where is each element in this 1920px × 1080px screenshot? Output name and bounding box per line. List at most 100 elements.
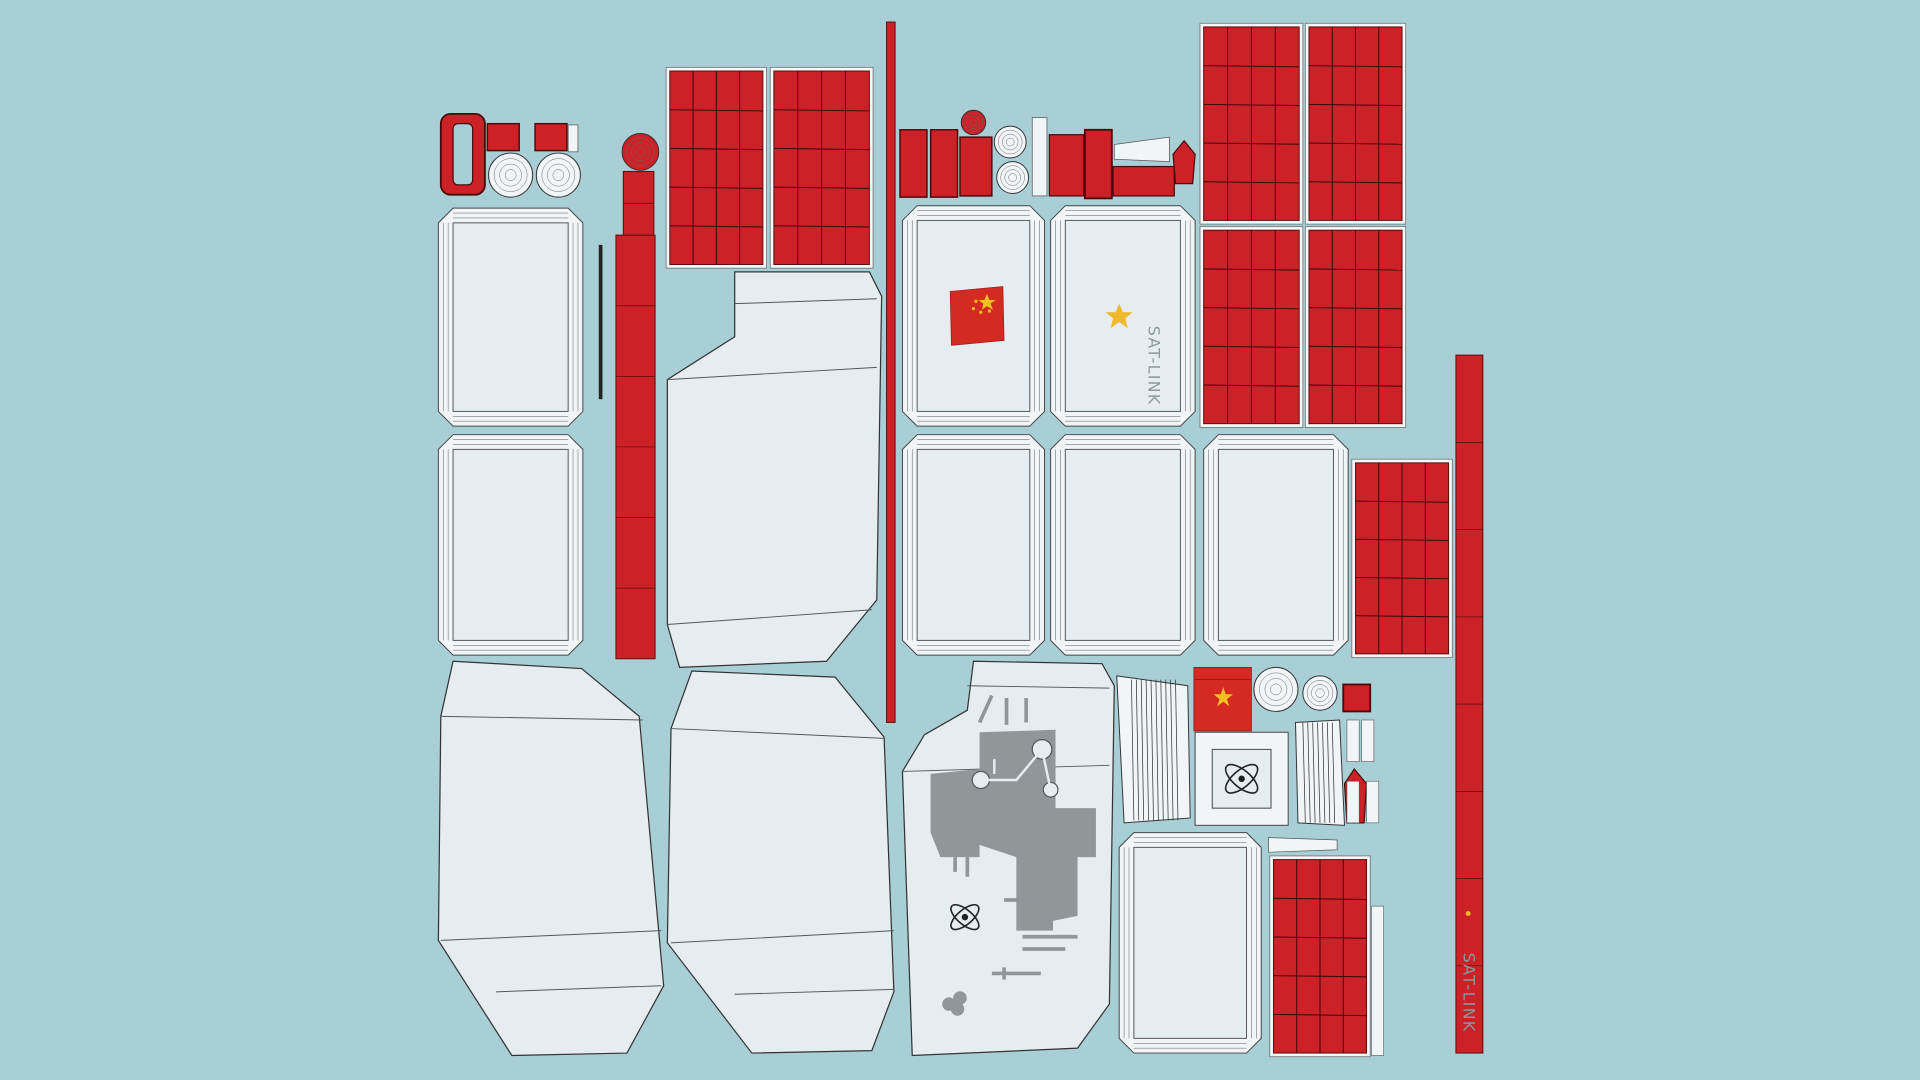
- round-part-ring: [1008, 173, 1017, 182]
- white-strip-part: [1366, 780, 1380, 824]
- rib-line: [1326, 722, 1331, 823]
- rib-line: [1140, 679, 1145, 821]
- red-box-part: [1083, 128, 1113, 200]
- round-part: [488, 152, 534, 198]
- rib-line: [1322, 722, 1326, 823]
- solar-cell-line: [1308, 345, 1403, 348]
- star-icon: [1105, 303, 1133, 329]
- solar-cell-line: [1203, 103, 1300, 107]
- round-part: [1253, 666, 1299, 712]
- solar-cell-line: [1203, 181, 1300, 184]
- rib-line: [1312, 722, 1316, 823]
- hull-seam: [495, 985, 662, 993]
- solar-cell-line: [1273, 975, 1367, 978]
- round-part-ring: [967, 116, 980, 129]
- hull-panel-face: [452, 222, 569, 412]
- red-cylinder-part: [899, 129, 928, 198]
- solar-cell-line: [1273, 897, 1367, 900]
- red-ring-hole: [452, 123, 474, 186]
- solar-cell-line: [1203, 345, 1300, 348]
- hull-seam: [440, 715, 643, 721]
- solar-cell-line: [773, 109, 870, 112]
- hull-seam: [667, 366, 877, 381]
- hull-panel-face: [1217, 448, 1334, 641]
- hull-seam: [734, 988, 894, 995]
- red-box-part: [1048, 134, 1085, 197]
- solar-cell-line: [1308, 103, 1403, 107]
- circuit-decal: [930, 694, 1096, 1016]
- round-part-ring: [630, 142, 650, 162]
- round-part-ring: [635, 147, 646, 157]
- solar-cell-line: [1355, 576, 1449, 580]
- hull-seam: [734, 298, 877, 305]
- solar-cell-line: [1203, 307, 1300, 310]
- star-icon: [1213, 686, 1234, 707]
- rib-line: [1145, 679, 1149, 821]
- solar-cell-line: [773, 147, 870, 151]
- white-strip-part: [1371, 905, 1384, 1056]
- atom-icon: [1224, 763, 1259, 794]
- flag-decal-small: [1193, 666, 1252, 732]
- round-part-ring: [998, 129, 1023, 155]
- red-box-part: [486, 122, 520, 152]
- rib-line: [1331, 722, 1336, 823]
- rib-line: [1150, 679, 1154, 821]
- round-part-ring: [626, 137, 655, 166]
- red-box-part: [534, 122, 568, 152]
- red-cylinder-part: [929, 129, 959, 198]
- round-part-ring: [1000, 165, 1025, 190]
- black-strip: [598, 244, 603, 400]
- round-part-ring: [1270, 683, 1282, 696]
- round-part-ring: [1004, 169, 1021, 186]
- solar-cell-line: [1355, 538, 1449, 541]
- round-part-ring: [1259, 672, 1293, 707]
- rib-line: [1170, 679, 1174, 821]
- rib-line: [1175, 679, 1179, 821]
- round-part-ring: [541, 158, 576, 192]
- round-part-ring: [499, 163, 522, 187]
- solar-cell-line: [669, 147, 763, 151]
- round-part-ring: [970, 119, 977, 126]
- red-gem-part: [1172, 139, 1196, 185]
- rib-line: [1160, 679, 1164, 821]
- solar-cell-line: [669, 225, 763, 228]
- white-strip-part: [1031, 117, 1048, 197]
- round-part-ring: [964, 113, 983, 132]
- hull-panel-face: [1064, 448, 1181, 641]
- flag-decal: [949, 286, 1005, 346]
- round-part-ring: [1315, 688, 1325, 698]
- red-box-part: [1112, 165, 1175, 197]
- hull-seam: [670, 728, 885, 739]
- white-strip-part: [1361, 719, 1375, 762]
- rib-line: [1131, 679, 1135, 821]
- solar-cell-line: [1308, 268, 1403, 271]
- white-strip-part: [1346, 780, 1360, 824]
- round-part-ring: [1002, 133, 1019, 151]
- red-strip: [886, 21, 896, 723]
- round-part: [993, 125, 1027, 159]
- solar-cell-line: [1273, 1013, 1367, 1017]
- hull-panel-face: [452, 448, 569, 641]
- round-part: [535, 152, 581, 198]
- round-part-ring: [504, 169, 517, 181]
- cone-part: [1268, 837, 1338, 853]
- solar-cell-line: [1308, 142, 1403, 145]
- solar-cell-line: [1355, 500, 1449, 503]
- hull-section: [437, 660, 665, 1057]
- sat-link-strip-label: SAT-LINK: [1459, 953, 1478, 1033]
- round-part-ring: [493, 158, 528, 192]
- solar-cell-line: [1355, 615, 1449, 618]
- atom-icon: [950, 903, 980, 931]
- hull-seam: [670, 930, 894, 944]
- rib-line: [1135, 679, 1140, 821]
- hull-section: [901, 660, 1115, 1057]
- solar-cell-line: [1308, 181, 1403, 184]
- round-part-ring: [1264, 678, 1288, 701]
- rib-line: [1317, 722, 1321, 823]
- solar-cell-line: [1308, 307, 1403, 310]
- white-strip-part: [1346, 719, 1360, 762]
- solar-cell-line: [1308, 384, 1403, 387]
- solar-cell-line: [1273, 936, 1367, 939]
- solar-cell-line: [1308, 65, 1403, 68]
